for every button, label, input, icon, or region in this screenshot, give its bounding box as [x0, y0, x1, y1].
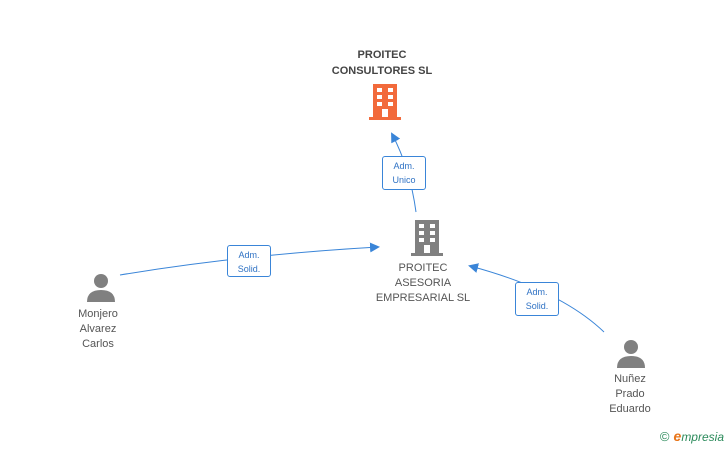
node-name-line: Carlos [82, 338, 114, 350]
node-name-line: PROITEC [398, 262, 448, 274]
node-name-line: Monjero [78, 308, 118, 320]
node-name-line: EMPRESARIAL SL [375, 292, 471, 304]
person-icon[interactable] [86, 272, 116, 302]
copyright-symbol: © [659, 429, 670, 444]
node-name-line: Prado [615, 388, 645, 400]
edge-label-line: Adm. [238, 250, 260, 260]
brand-logo-e: e [673, 428, 682, 444]
node-monjero-label[interactable]: Monjero Alvarez Carlos [58, 307, 138, 352]
building-icon[interactable] [368, 84, 402, 120]
node-name-line: Eduardo [609, 403, 651, 415]
node-name-line: PROITEC [357, 49, 407, 61]
person-icon[interactable] [616, 338, 646, 368]
edge-label-line: Solid. [525, 301, 549, 311]
edge-label-adm-solid-nunez[interactable]: Adm. Solid. [515, 282, 559, 316]
building-icon[interactable] [410, 220, 444, 256]
node-name-line: Nuñez [614, 373, 646, 385]
edge-label-line: Adm. [526, 287, 548, 297]
node-nunez-label[interactable]: Nuñez Prado Eduardo [590, 372, 670, 417]
node-name-line: ASESORIA [394, 277, 452, 289]
brand-watermark: ©empresia [660, 428, 724, 444]
edge-label-line: Unico [392, 175, 416, 185]
edge-label-adm-unico[interactable]: Adm. Unico [382, 156, 426, 190]
edge-label-line: Solid. [237, 264, 261, 274]
node-name-line: Alvarez [79, 323, 117, 335]
node-name-line: CONSULTORES SL [331, 65, 433, 77]
brand-logo-text: mpresia [681, 430, 724, 444]
node-proitec-consultores-label[interactable]: PROITEC CONSULTORES SL [312, 47, 452, 79]
node-proitec-asesoria-label[interactable]: PROITEC ASESORIA EMPRESARIAL SL [362, 261, 484, 306]
edge-label-line: Adm. [393, 161, 415, 171]
edge-label-adm-solid-monjero[interactable]: Adm. Solid. [227, 245, 271, 277]
